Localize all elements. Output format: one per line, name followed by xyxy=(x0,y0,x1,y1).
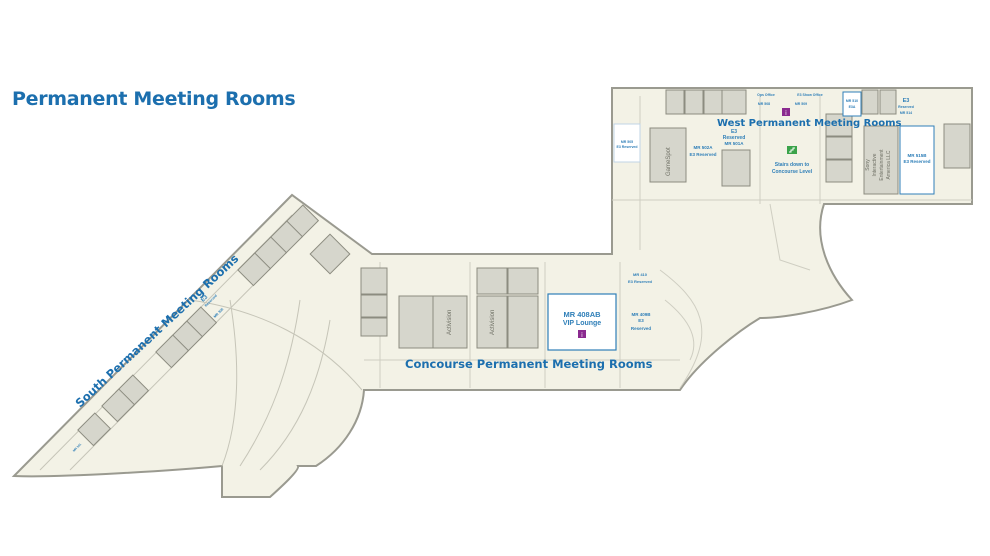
room-mr-409b-line2: E3 xyxy=(638,318,644,323)
room-mr-515b-label: MR 515B xyxy=(907,153,927,158)
room-sony-line4: America LLC xyxy=(886,150,892,179)
room-mr-408ab[interactable] xyxy=(547,293,617,351)
stairs-label-line2: Concourse Level xyxy=(772,169,813,175)
south-rooms xyxy=(77,204,351,447)
room-mr-510-sub: E3A xyxy=(849,105,856,109)
svg-text:i: i xyxy=(581,332,583,339)
room-sony-line1: Sony xyxy=(865,159,871,171)
room-mr-505-label: MR 505 xyxy=(621,140,633,144)
room-mr-508-label: MR 508 xyxy=(758,102,770,106)
stairs-label-line1: Stairs down to xyxy=(775,162,809,168)
e3-show-office-label: E3 Show Office xyxy=(797,93,823,97)
room-e3-501-line3: MR 501A xyxy=(724,141,744,146)
south-mr-label: MR 305 xyxy=(213,307,225,319)
room-activision-1-label: Activision xyxy=(447,310,453,335)
info-icon: i xyxy=(782,108,790,117)
e3-top-reserved: Reserved xyxy=(898,105,914,109)
vip-lounge-icon: i xyxy=(578,330,586,339)
room-mr-409b-line3: Reserved xyxy=(631,326,652,331)
south-e3-label: E3 xyxy=(200,294,209,303)
room-sony-line3: Entertainment xyxy=(879,149,885,181)
room-mr-505[interactable] xyxy=(613,123,641,163)
room-gamespot-label: GameSpot xyxy=(666,147,672,176)
west-wing-details xyxy=(612,96,972,271)
room-e3-501-line1: E3 xyxy=(731,129,737,135)
e3-top-label: E3 xyxy=(903,98,910,104)
room-mr-515b-sub: E3 Reserved xyxy=(903,159,930,164)
room-mr-510-label: MR 510 xyxy=(846,99,858,103)
ops-office-label: Ops Office xyxy=(757,93,775,97)
room-e3-501-line2: Reserved xyxy=(723,135,746,141)
page-title: Permanent Meeting Rooms xyxy=(12,88,296,110)
room-mr-408ab-sub: VIP Lounge xyxy=(563,320,601,327)
section-concourse-label: Concourse Permanent Meeting Rooms xyxy=(405,357,653,371)
room-mr-502a-sub: E3 Reserved xyxy=(689,152,716,157)
room-mr-410-sub: E3 Reserved xyxy=(628,279,653,284)
south-tip-label: MR 301 xyxy=(72,442,82,452)
room-activision-2-label: Activision xyxy=(490,310,496,335)
room-mr-509-label: MR 509 xyxy=(795,102,807,106)
room-mr-510[interactable] xyxy=(842,91,862,117)
stairs-icon xyxy=(787,146,797,154)
room-sony-line2: Interactive xyxy=(872,153,878,176)
room-mr-502a-label: MR 502A xyxy=(693,145,713,150)
west-rooms xyxy=(649,89,971,195)
section-west-label: West Permanent Meeting Rooms xyxy=(717,118,902,129)
room-mr-515b[interactable] xyxy=(899,125,935,195)
concourse-rooms xyxy=(360,267,539,349)
room-mr-505-sub: E3 Reserved xyxy=(616,145,637,149)
svg-text:i: i xyxy=(785,110,787,117)
room-mr-514-label: MR 514 xyxy=(900,111,912,115)
room-mr-408ab-label: MR 408AB xyxy=(563,310,601,319)
room-mr-409b-label: MR 409B xyxy=(631,312,651,317)
room-mr-410-label: MR 410 xyxy=(633,272,648,277)
